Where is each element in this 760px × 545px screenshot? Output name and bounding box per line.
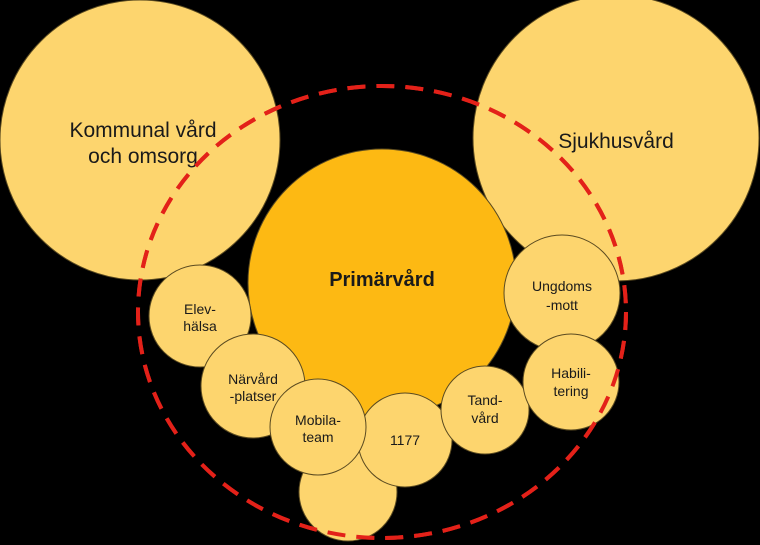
label-mobila-line1: Mobila- <box>295 412 341 428</box>
label-primarvard: Primärvård <box>329 268 435 291</box>
label-1177: 1177 <box>390 432 420 448</box>
circle-habilitering <box>522 333 620 431</box>
label-sjukhusvard: Sjukhusvård <box>558 130 674 153</box>
circle-mobila-team <box>269 378 367 476</box>
label-kommunal-line1: Kommunal vård <box>69 119 216 142</box>
label-kommunal-line2: och omsorg <box>88 145 198 168</box>
label-ungdom-line2: -mott <box>546 297 578 313</box>
label-narvard-line1: Närvård <box>228 371 278 387</box>
label-tand-line2: vård <box>471 410 498 426</box>
label-elev-line2: hälsa <box>183 318 217 334</box>
label-habil-line1: Habili- <box>551 365 591 381</box>
label-elev-line1: Elev- <box>184 301 216 317</box>
dashed-ring-overlay <box>136 84 628 540</box>
label-habil-line2: tering <box>553 383 588 399</box>
circle-tandvard <box>440 365 530 455</box>
label-mobila-line2: team <box>302 429 333 445</box>
label-tand-line1: Tand- <box>467 392 502 408</box>
label-narvard-line2: -platser <box>230 388 277 404</box>
label-ungdom-line1: Ungdoms <box>532 278 592 294</box>
